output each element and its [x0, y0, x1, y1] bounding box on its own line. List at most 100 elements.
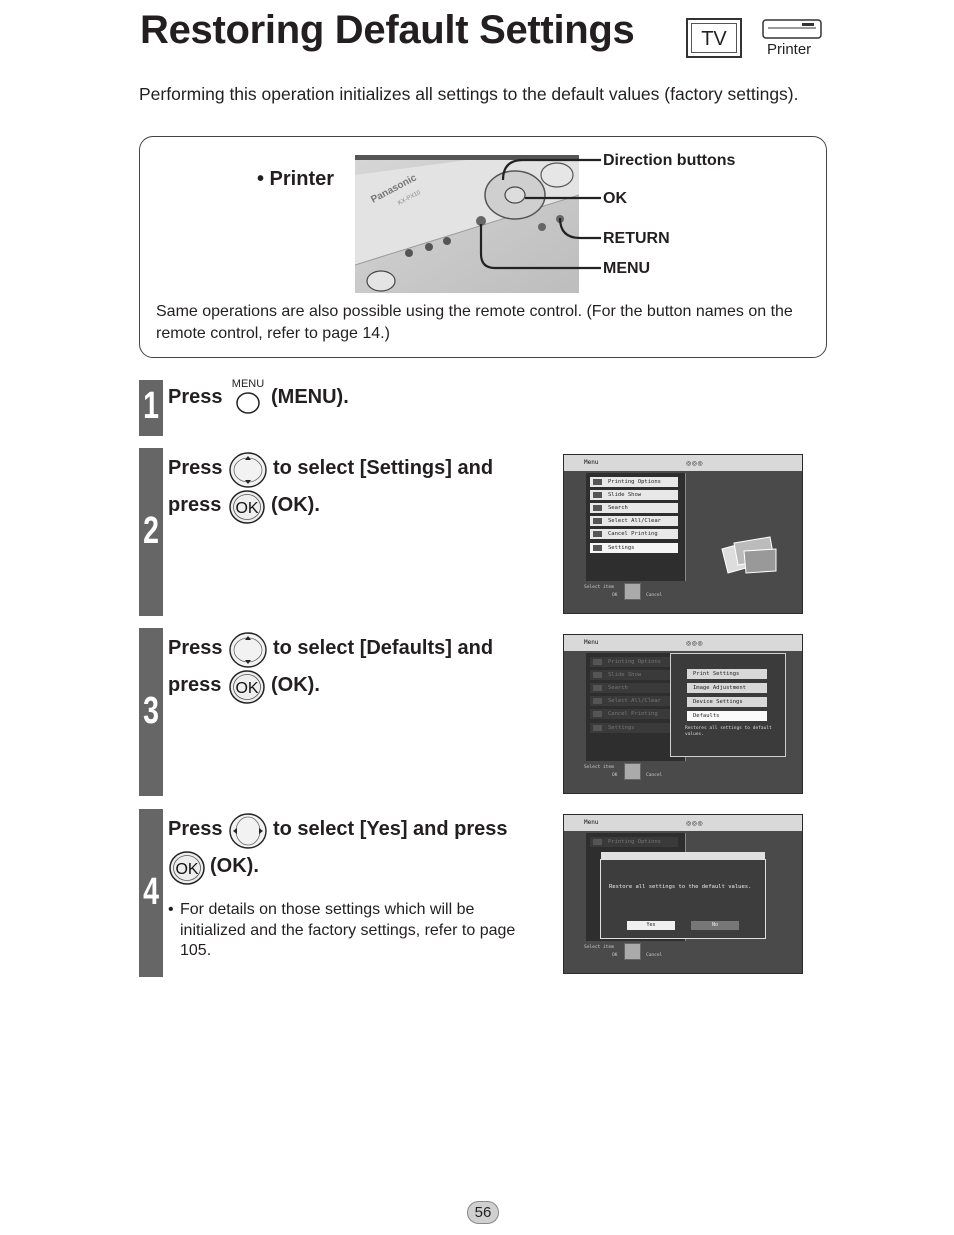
- callout-direction-buttons: Direction buttons: [603, 152, 736, 169]
- step-1-press: Press: [168, 386, 223, 408]
- ok-button-label: OK: [235, 680, 258, 697]
- footer-cancel: Cancel: [646, 953, 663, 958]
- confirm-dialog: Restore all settings to the default valu…: [600, 852, 766, 939]
- up-down-button-icon: [229, 452, 267, 488]
- submenu-description: Restores all settings to default values.: [685, 726, 772, 737]
- screen-header: Menu ◎◎◎: [564, 815, 802, 831]
- menu-button-icon: [236, 392, 260, 414]
- screen-menu-title: Menu: [584, 639, 599, 646]
- step-2-press: Press: [168, 457, 223, 479]
- tv-icon: TV: [686, 18, 742, 58]
- screen-header: Menu ◎◎◎: [564, 455, 802, 471]
- step-3-rest2: (OK).: [271, 674, 320, 696]
- step-3-number: 3: [143, 690, 159, 732]
- printer-icon: [762, 19, 822, 39]
- footer-cancel: Cancel: [646, 593, 663, 598]
- footer-cancel: Cancel: [646, 773, 663, 778]
- menu-item-selected: Settings: [590, 543, 678, 553]
- step-3-bar: [139, 628, 163, 796]
- step-4-note-text: For details on those settings which will…: [180, 901, 516, 959]
- submenu-item: Device Settings: [687, 697, 767, 707]
- screen-footer: Select item OK Cancel: [584, 941, 734, 961]
- step-1-number: 1: [143, 385, 159, 427]
- footer-select: Select item: [584, 765, 614, 770]
- menu-item: Select All/Clear: [590, 696, 678, 706]
- menu-item: Printing Options: [590, 657, 678, 667]
- screen-menu-title: Menu: [584, 459, 599, 466]
- ok-button-label: OK: [175, 861, 198, 878]
- footer-ok: OK: [612, 773, 618, 778]
- screen-header: Menu ◎◎◎: [564, 635, 802, 651]
- menu-item: Search: [590, 683, 678, 693]
- printer-label: Printer: [767, 41, 812, 58]
- dialog-yes-button: Yes: [627, 921, 675, 930]
- callout-menu: MENU: [603, 260, 651, 277]
- printer-photo: Panasonic KX-PX10: [355, 155, 579, 293]
- step-1-rest: (MENU).: [271, 386, 349, 408]
- dialog-message: Restore all settings to the default valu…: [609, 884, 752, 890]
- menu-list: Printing Options Slide Show Search Selec…: [586, 473, 686, 581]
- printer-panel: [139, 136, 827, 358]
- page-title: Restoring Default Settings: [140, 8, 635, 52]
- settings-submenu: Print Settings Image Adjustment Device S…: [670, 653, 786, 757]
- screen-footer: Select item OK Cancel: [584, 581, 734, 601]
- screen-status-icons: ◎◎◎: [686, 821, 704, 827]
- screen-settings: Menu ◎◎◎ Printing Options Slide Show Sea…: [563, 634, 803, 794]
- callout-lines: [479, 158, 601, 270]
- ok-button-icon: OK: [229, 670, 265, 704]
- ok-button-label: OK: [235, 500, 258, 517]
- step-3-press2: press: [168, 674, 222, 696]
- menu-item: Slide Show: [590, 670, 678, 680]
- submenu-item: Print Settings: [687, 669, 767, 679]
- ok-button-icon: OK: [169, 851, 205, 885]
- tv-label: TV: [691, 23, 737, 53]
- panel-note: Same operations are also possible using …: [156, 303, 793, 342]
- step-3-press: Press: [168, 637, 223, 659]
- step-4-number: 4: [143, 871, 159, 913]
- menu-item: Cancel Printing: [590, 529, 678, 539]
- screen-confirm: Menu ◎◎◎ Printing Options Restore all se…: [563, 814, 803, 974]
- footer-ok: OK: [612, 593, 618, 598]
- footer-select: Select item: [584, 945, 614, 950]
- screen-status-icons: ◎◎◎: [686, 461, 704, 467]
- footer-pad-icon: [624, 763, 641, 780]
- photos-graphic: [721, 536, 777, 574]
- footer-ok: OK: [612, 953, 618, 958]
- dialog-title-bar: [601, 852, 765, 860]
- step-4-bar: [139, 809, 163, 977]
- step-4-rest: to select [Yes] and press: [273, 818, 508, 840]
- callout-return: RETURN: [603, 230, 670, 247]
- screen-menu-title: Menu: [584, 819, 599, 826]
- step-2-rest: to select [Settings] and: [273, 457, 494, 479]
- menu-item: Settings: [590, 723, 678, 733]
- page-number: 56: [467, 1201, 499, 1224]
- footer-pad-icon: [624, 943, 641, 960]
- intro-text: Performing this operation initializes al…: [139, 84, 799, 104]
- menu-item: Slide Show: [590, 490, 678, 500]
- menu-item: Printing Options: [590, 837, 678, 847]
- left-right-button-icon: [229, 813, 267, 849]
- screen-menu: Menu ◎◎◎ Printing Options Slide Show Sea…: [563, 454, 803, 614]
- step-1-bar: [139, 380, 163, 436]
- step-3-rest: to select [Defaults] and: [273, 637, 494, 659]
- step-4-press: Press: [168, 818, 223, 840]
- submenu-item: Image Adjustment: [687, 683, 767, 693]
- screen-footer: Select item OK Cancel: [584, 761, 734, 781]
- panel-printer-label: • Printer: [257, 168, 335, 190]
- step-2-press2: press: [168, 494, 222, 516]
- step-2-number: 2: [143, 510, 159, 552]
- menu-caption: MENU: [231, 378, 265, 390]
- dialog-no-button: No: [691, 921, 739, 930]
- submenu-item-selected: Defaults: [687, 711, 767, 721]
- step-4-note: • For details on those settings which wi…: [168, 900, 538, 962]
- ok-button-icon: OK: [229, 490, 265, 524]
- up-down-button-icon: [229, 632, 267, 668]
- step-2-bar: [139, 448, 163, 616]
- footer-pad-icon: [624, 583, 641, 600]
- menu-item: Cancel Printing: [590, 709, 678, 719]
- menu-item: Search: [590, 503, 678, 513]
- menu-list: Printing Options Slide Show Search Selec…: [586, 653, 686, 761]
- menu-item: Select All/Clear: [590, 516, 678, 526]
- screen-status-icons: ◎◎◎: [686, 641, 704, 647]
- bullet-dot: •: [168, 901, 174, 918]
